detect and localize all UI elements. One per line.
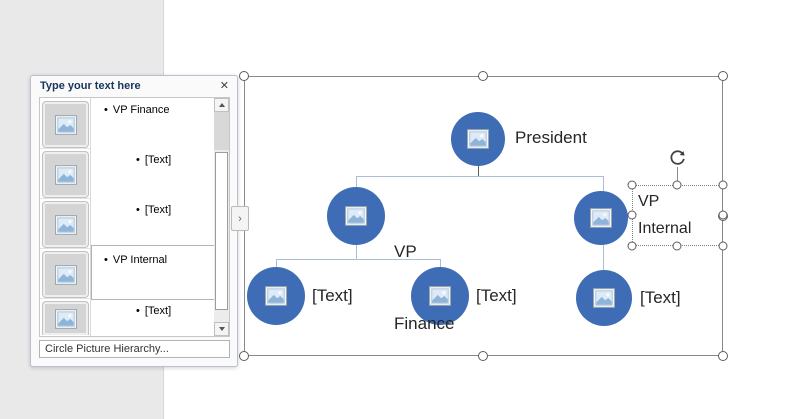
label-vp-finance-line2[interactable]: Finance <box>394 314 455 333</box>
canvas-resize-handle-top-right[interactable] <box>718 71 728 81</box>
outline-item-label: VP Finance <box>112 104 170 116</box>
bullet-icon: • <box>136 204 140 216</box>
text-pane-scrollbar[interactable] <box>214 98 229 336</box>
rotation-handle-icon[interactable] <box>668 148 687 167</box>
outline-item-text[interactable]: • [Text] <box>91 301 215 321</box>
picture-placeholder-icon <box>54 164 77 185</box>
text-pane-title: Type your text here <box>40 80 141 92</box>
outline-item-label: [Text] <box>144 154 172 166</box>
picture-placeholder-icon <box>467 129 489 149</box>
textbox-handle-left-middle[interactable] <box>627 210 637 220</box>
outline-item-vp-finance[interactable]: • VP Finance <box>91 100 215 120</box>
smartart-layout-name: Circle Picture Hierarchy... <box>39 340 230 358</box>
textbox-handle-bottom-middle[interactable] <box>672 241 682 251</box>
label-sub2[interactable]: [Text] <box>476 286 517 305</box>
bullet-icon: • <box>136 305 140 317</box>
column-divider <box>90 98 91 336</box>
textbox-handle-top-left[interactable] <box>627 180 637 190</box>
chevron-right-icon: › <box>238 212 242 225</box>
label-vp-internal-line1[interactable]: VP <box>638 193 660 210</box>
picture-placeholder-thumbnail[interactable] <box>42 251 89 298</box>
picture-placeholder-icon <box>590 208 612 228</box>
textbox-handle-bottom-right[interactable] <box>718 241 728 251</box>
picture-placeholder-icon <box>429 286 451 306</box>
picture-placeholder-icon <box>54 264 77 285</box>
connector-level2-horizontal <box>276 259 440 260</box>
picture-placeholder-thumbnail[interactable] <box>42 151 89 198</box>
node-vp-finance-circle[interactable] <box>327 187 385 245</box>
scrollbar-track[interactable] <box>214 112 229 150</box>
node-president-circle[interactable] <box>451 112 505 166</box>
smartart-text-pane: Type your text here ✕ <box>30 75 238 367</box>
thumbnail-column <box>40 98 90 336</box>
close-icon[interactable]: ✕ <box>219 80 229 92</box>
picture-placeholder-icon <box>345 206 367 226</box>
node-vp-internal-circle[interactable] <box>574 191 628 245</box>
canvas-resize-handle-bottom-middle[interactable] <box>478 351 488 361</box>
picture-placeholder-icon <box>54 214 77 235</box>
outline-item-text[interactable]: • [Text] <box>91 200 215 220</box>
node-sub1-circle[interactable] <box>247 267 305 325</box>
connector-vp-finance-stub <box>356 245 357 259</box>
picture-placeholder-thumbnail[interactable] <box>42 301 89 335</box>
text-pane-list: • VP Finance • [Text] • [Text] • VP Inte… <box>39 97 230 337</box>
label-sub3[interactable]: [Text] <box>640 288 681 307</box>
canvas-resize-handle-top-middle[interactable] <box>478 71 488 81</box>
textbox-handle-top-right[interactable] <box>718 180 728 190</box>
thumbnail-separator <box>40 298 90 299</box>
thumbnail-separator <box>40 148 90 149</box>
outline-rows: • VP Finance • [Text] • [Text] • VP Inte… <box>91 98 215 336</box>
picture-placeholder-icon <box>265 286 287 306</box>
textbox-handle-right-middle[interactable] <box>718 210 728 220</box>
outline-item-vp-internal[interactable]: • VP Internal <box>91 250 215 270</box>
scroll-down-button[interactable] <box>214 322 229 336</box>
bullet-icon: • <box>104 104 108 116</box>
outline-item-label: VP Internal <box>112 254 168 266</box>
outline-item-label: [Text] <box>144 305 172 317</box>
label-sub1[interactable]: [Text] <box>312 286 353 305</box>
scroll-up-icon <box>218 103 225 107</box>
picture-placeholder-icon <box>54 308 77 329</box>
scroll-down-icon <box>218 327 225 331</box>
rotation-handle-stem <box>677 167 678 181</box>
bullet-icon: • <box>104 254 108 266</box>
label-vp-finance-line1[interactable]: VP <box>394 242 417 261</box>
connector-to-sub2 <box>440 259 441 268</box>
text-pane-toggle-button[interactable]: › <box>231 206 249 231</box>
textbox-handle-top-middle[interactable] <box>672 180 682 190</box>
picture-placeholder-thumbnail[interactable] <box>42 101 89 148</box>
canvas-resize-handle-bottom-left[interactable] <box>239 351 249 361</box>
label-vp-internal-line2[interactable]: Internal <box>638 220 692 237</box>
picture-placeholder-icon <box>54 114 77 135</box>
connector-to-sub3 <box>603 245 604 271</box>
connector-level1-horizontal <box>356 176 604 177</box>
outline-item-text[interactable]: • [Text] <box>91 150 215 170</box>
label-president[interactable]: President <box>515 128 587 147</box>
text-pane-header: Type your text here ✕ <box>31 76 237 97</box>
node-sub2-circle[interactable] <box>411 267 469 325</box>
canvas-resize-handle-bottom-right[interactable] <box>718 351 728 361</box>
selected-item-box <box>91 245 215 300</box>
scroll-up-button[interactable] <box>214 98 229 112</box>
bullet-icon: • <box>136 154 140 166</box>
thumbnail-separator <box>40 198 90 199</box>
outline-item-label: [Text] <box>144 204 172 216</box>
canvas-resize-handle-top-left[interactable] <box>239 71 249 81</box>
connector-president-stub <box>478 165 479 177</box>
picture-placeholder-thumbnail[interactable] <box>42 201 89 248</box>
thumbnail-separator <box>40 248 90 249</box>
connector-to-vp-internal <box>603 176 604 192</box>
connector-to-vp-finance <box>356 176 357 188</box>
node-sub3-circle[interactable] <box>576 270 632 326</box>
picture-placeholder-icon <box>593 288 615 308</box>
scrollbar-thumb[interactable] <box>214 152 228 310</box>
connector-to-sub1 <box>276 259 277 268</box>
textbox-handle-bottom-left[interactable] <box>627 241 637 251</box>
